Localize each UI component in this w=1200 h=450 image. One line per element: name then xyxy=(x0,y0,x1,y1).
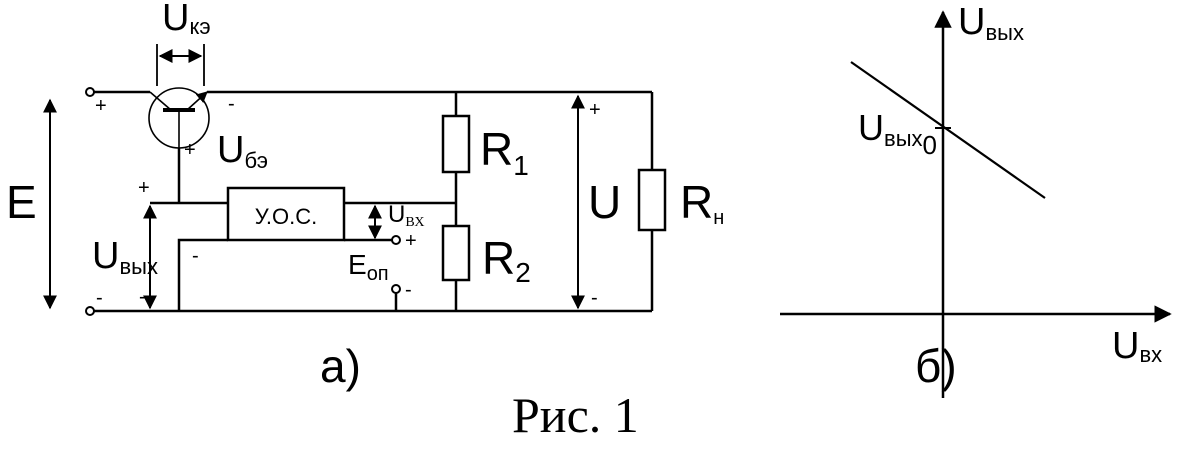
circuit-diagram: Uкэ Uбэ E Uвых У.О.С. UВХ Eоп R1 R2 U Rн… xyxy=(6,0,724,392)
ube-label: Uбэ xyxy=(217,129,268,173)
caption-b: б) xyxy=(915,340,957,392)
sign-uos-minus: - xyxy=(192,245,199,267)
sign-input-minus: - xyxy=(96,287,103,309)
r1-label: R1 xyxy=(480,123,529,181)
figure-caption: Рис. 1 xyxy=(512,387,639,443)
uin-label: UВХ xyxy=(388,201,424,230)
eref-label: Eоп xyxy=(348,249,389,285)
sign-u-plus: + xyxy=(589,99,601,121)
rn-resistor xyxy=(637,168,667,232)
sign-eref-plus: + xyxy=(405,230,417,252)
sign-be-plus: + xyxy=(184,139,196,161)
characteristic-graph: Uвых Uвх Uвых0 б) xyxy=(780,1,1172,398)
transistor xyxy=(148,87,210,149)
characteristic-line xyxy=(850,61,1046,199)
r2-resistor xyxy=(441,224,471,282)
x-axis-label: Uвх xyxy=(1112,325,1162,367)
input-terminal-bottom xyxy=(85,306,95,316)
input-terminal-top xyxy=(85,87,95,97)
uos-box xyxy=(226,186,346,242)
uout-label: Uвых xyxy=(92,235,158,279)
sign-input-plus: + xyxy=(95,95,107,117)
r2-label: R2 xyxy=(482,232,531,288)
sign-uout-plus: + xyxy=(138,177,150,199)
rn-label: Rн xyxy=(680,176,724,229)
r1-resistor xyxy=(441,114,471,174)
intercept-label: Uвых0 xyxy=(858,107,937,160)
uke-label: Uкэ xyxy=(162,0,211,39)
uos-label: У.О.С. xyxy=(255,204,317,229)
y-axis-label: Uвых xyxy=(958,1,1024,45)
sign-eref-minus: - xyxy=(405,279,412,301)
u-label: U xyxy=(588,176,621,228)
eref-terminal-plus xyxy=(391,235,401,245)
caption-a: а) xyxy=(320,340,361,392)
uos-ground-wire xyxy=(177,238,228,311)
e-label: E xyxy=(6,176,37,228)
sign-u-minus: - xyxy=(591,287,598,309)
sign-ke-minus: - xyxy=(228,93,235,115)
sign-uout-minus: - xyxy=(139,286,146,308)
eref-terminal-minus xyxy=(391,284,401,294)
